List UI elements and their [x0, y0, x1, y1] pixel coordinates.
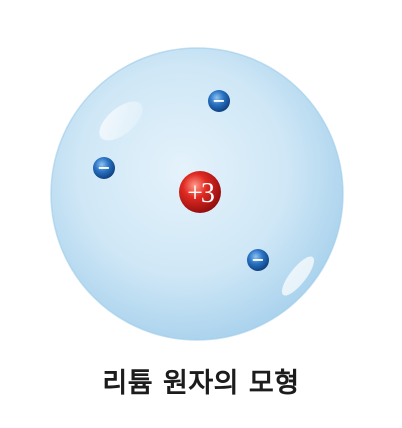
nucleus-charge-label: +3 [187, 178, 214, 209]
sphere-highlight-top [99, 101, 143, 141]
atom-sphere-rim [50, 47, 344, 341]
lithium-atom-model: +3 − − − [50, 47, 344, 341]
electron-charge-label: − [212, 91, 225, 110]
figure-caption: 리튬 원자의 모형 [102, 368, 300, 399]
sphere-highlight-bottom [281, 256, 315, 296]
electron-charge-label: − [251, 250, 264, 269]
electron-charge-label: − [97, 158, 110, 177]
electron: − [247, 249, 269, 271]
nucleus: +3 [179, 171, 221, 213]
electron: − [208, 90, 230, 112]
electron: − [93, 157, 115, 179]
